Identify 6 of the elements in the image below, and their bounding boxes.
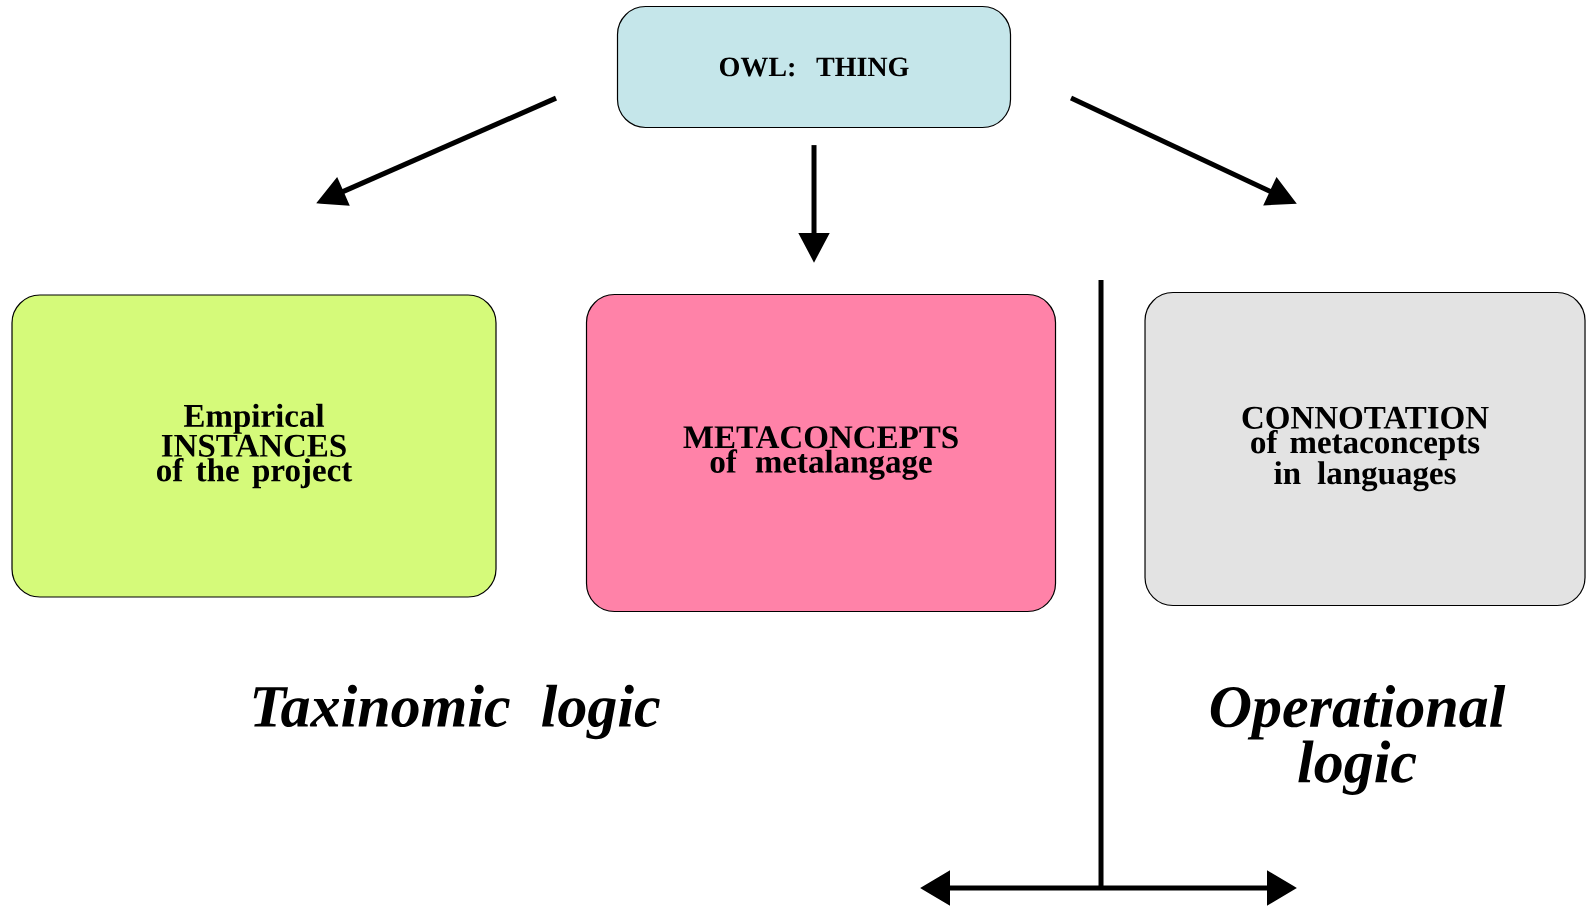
concept-box: OWL: THING xyxy=(616,5,1012,129)
concept-box: CONNOTATION of metaconcepts in languages xyxy=(1144,291,1586,607)
section-label: Taxinomic logic xyxy=(253,684,660,740)
concept-box: METACONCEPTS of metalangage xyxy=(585,293,1057,613)
concept-box: Empirical INSTANCES of the project xyxy=(11,294,497,598)
section-label: Operational logic xyxy=(1210,685,1506,795)
